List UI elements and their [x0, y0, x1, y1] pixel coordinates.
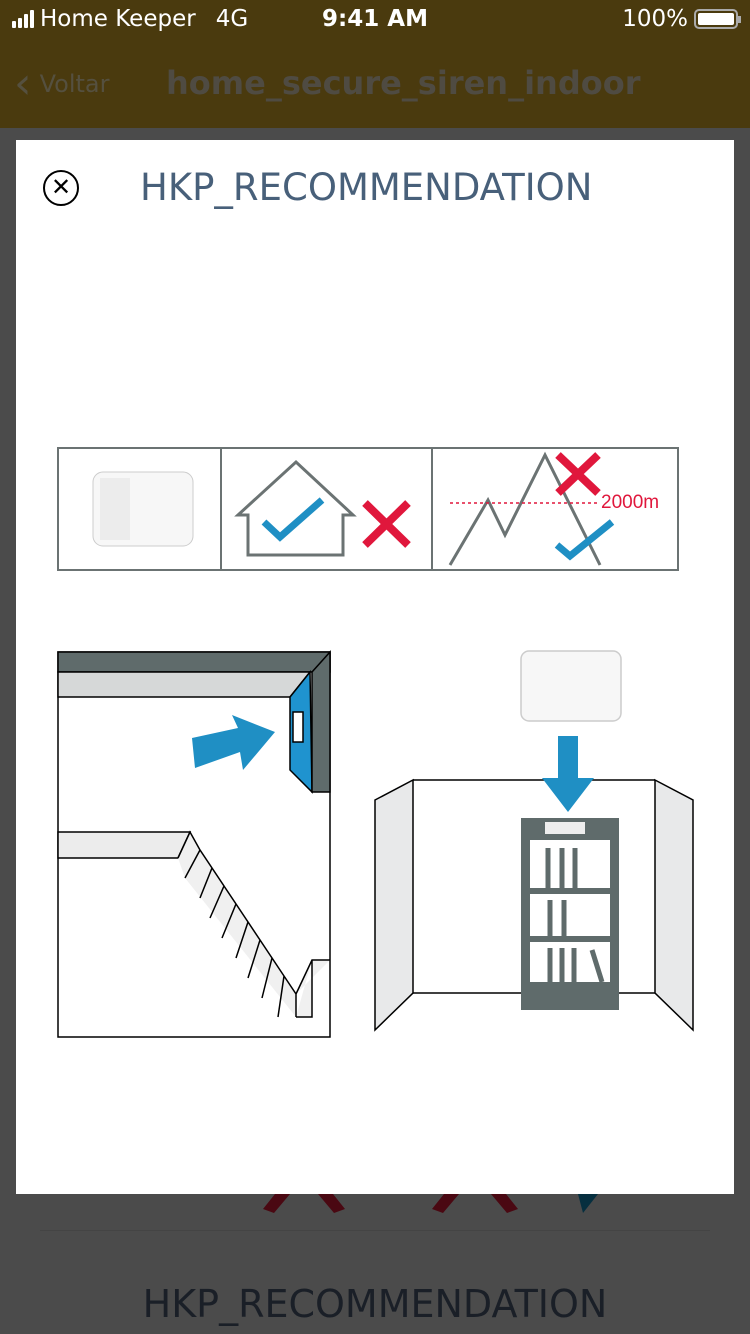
page-title: home_secure_siren_indoor [166, 64, 641, 102]
back-label: Voltar [39, 70, 110, 98]
mountain-altitude-icon [448, 451, 615, 566]
nav-bar: ‹Voltar home_secure_siren_indoor [0, 40, 750, 128]
conditions-panel [57, 447, 679, 571]
carrier: Home Keeper [40, 6, 196, 32]
close-icon: ✕ [50, 173, 72, 201]
wall-mount-scene [57, 650, 331, 1038]
status-bar: Home Keeper 4G 9:41 AM 100% [0, 0, 750, 40]
close-button[interactable]: ✕ [43, 170, 79, 206]
background-title: HKP_RECOMMENDATION [142, 1282, 608, 1326]
battery-icon [694, 9, 741, 29]
network: 4G [215, 6, 249, 32]
modal-title: HKP_RECOMMENDATION [140, 166, 593, 209]
time: 9:41 AM [322, 6, 428, 32]
chevron-left-icon: ‹ [14, 58, 32, 109]
signal-icon [12, 10, 34, 28]
house-check-icon [234, 459, 411, 557]
siren-device-icon [92, 471, 194, 547]
altitude-label: 2000m [601, 492, 660, 513]
shelf-placement-scene [374, 650, 694, 1032]
back-button[interactable]: ‹Voltar [14, 62, 110, 106]
battery-percent: 100% [622, 6, 688, 32]
installation-illustration [57, 447, 694, 1038]
recommendation-modal: ✕ HKP_RECOMMENDATION [16, 140, 734, 1194]
